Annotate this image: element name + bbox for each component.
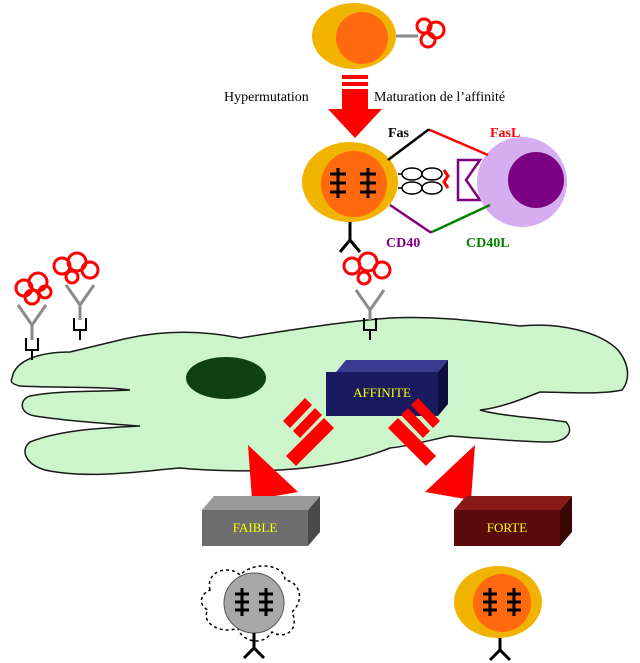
b-cell-middle-receptor [338, 222, 362, 253]
peptide-icon [442, 169, 450, 189]
faible-label: FAIBLE [232, 520, 278, 535]
fc-receptor-middle [73, 318, 87, 340]
forte-label: FORTE [486, 520, 528, 535]
cd40-line [389, 203, 432, 234]
apoptotic-cell [223, 572, 285, 634]
arrow-to-forte [388, 398, 475, 500]
chromosome-icon [330, 168, 376, 198]
hypermutation-arrow [328, 75, 382, 138]
arrow-to-faible [248, 398, 334, 500]
antigen-icon [52, 251, 100, 285]
apoptotic-cell-receptor [242, 633, 266, 660]
dendritic-cell-nucleus [186, 357, 266, 399]
fasl-label: FasL [490, 126, 521, 141]
cd40l-line [431, 203, 491, 234]
maturation-label: Maturation de l’affinité [374, 90, 506, 105]
hypermutation-label: Hypermutation [224, 90, 309, 105]
antigen-icon [342, 251, 392, 286]
cd40-label: CD40 [386, 236, 421, 251]
antigen-receptor-right [354, 289, 386, 320]
fc-receptor-right [363, 318, 377, 340]
b-cell-middle-inner [321, 151, 387, 217]
antigen-receptor-left [16, 304, 48, 340]
t-cell-nucleus [508, 152, 564, 208]
forte-box [454, 496, 572, 546]
chromosome-icon [235, 588, 273, 616]
follicular-dendritic-cell [10, 316, 629, 476]
fc-receptor-left [25, 338, 39, 360]
cd40l-label: CD40L [466, 236, 510, 251]
mhc-tcr-complex [398, 167, 443, 195]
fas-label: Fas [388, 126, 409, 141]
antigen-icon [14, 271, 53, 306]
chromosome-icon [483, 588, 521, 616]
affinite-label: AFFINITE [353, 385, 411, 400]
tcr-icon [456, 158, 483, 202]
selected-b-cell-receptor [488, 638, 512, 662]
apoptotic-cell-outline [200, 565, 301, 642]
antigen-receptor-middle [64, 284, 96, 320]
fasl-line [429, 128, 489, 157]
faible-box [202, 496, 320, 546]
selected-b-cell-inner [473, 574, 531, 632]
fas-line [387, 128, 430, 161]
b-cell-top-inner [336, 12, 388, 64]
antigen-icon [415, 17, 446, 49]
